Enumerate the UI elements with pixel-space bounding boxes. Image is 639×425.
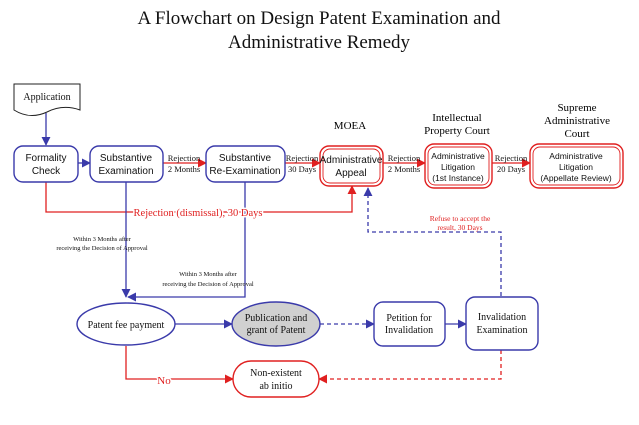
edge-no-nonexistent [125, 346, 234, 384]
edge-label-within2-b: receiving the Decision of Approval [162, 281, 254, 288]
edge-invalidation-nonexistent [318, 350, 502, 384]
node-substantive-reexamination: Substantive Re-Examination [205, 145, 286, 183]
title-line-1: A Flowchart on Design Patent Examination… [137, 8, 501, 29]
edge-label-refuse-b: result, 30 Days [437, 223, 482, 232]
publication-label-2: grant of Patent [247, 325, 306, 336]
edge-dismissal [45, 182, 357, 213]
ip-court-label-1: Intellectual [432, 112, 481, 124]
petition-label-2: Invalidation [385, 325, 433, 336]
litigation2-label-3: (Appellate Review) [540, 173, 612, 183]
ip-court-label-2: Property Court [424, 125, 490, 137]
appeal-label-1: Administrative [320, 155, 383, 166]
node-substantive-examination: Substantive Examination [89, 145, 164, 183]
edge-reexam-fee [127, 182, 246, 302]
edge-label-rej1-b: 2 Months [168, 164, 200, 174]
invalidation-label-2: Examination [476, 325, 527, 336]
node-patent-fee-payment: Patent fee payment [76, 302, 176, 346]
node-application: Application [13, 83, 81, 116]
nonexistent-label-1: Non-existent [250, 368, 302, 379]
moea-label: MOEA [334, 120, 366, 132]
litigation1-label-2: Litigation [441, 162, 475, 172]
litigation2-label-2: Litigation [559, 162, 593, 172]
reexam-label-2: Re-Examination [209, 166, 280, 177]
litigation1-label-3: (1st Instance) [432, 173, 484, 183]
publication-label-1: Publication and [245, 313, 308, 324]
node-invalidation-examination: Invalidation Examination [465, 296, 539, 351]
substantive-label-2: Examination [98, 166, 153, 177]
supreme-court-label-3: Court [564, 128, 589, 140]
node-publication-grant: Publication and grant of Patent [231, 301, 321, 347]
supreme-court-label-2: Administrative [544, 115, 610, 127]
node-administrative-appeal: Administrative Appeal [319, 145, 384, 187]
reexam-label-1: Substantive [219, 153, 272, 164]
node-formality-check: Formality Check [13, 145, 79, 183]
substantive-label-1: Substantive [100, 153, 153, 164]
edge-label-rej2-b: 30 Days [288, 164, 316, 174]
litigation2-label-1: Administrative [549, 151, 603, 161]
application-label: Application [23, 92, 70, 103]
edge-label-within2-a: Within 3 Months after [179, 271, 238, 278]
edge-label-within1-a: Within 3 Months after [73, 236, 132, 243]
node-petition-invalidation: Petition for Invalidation [373, 301, 446, 347]
edge-label-refuse-a: Refuse to accept the [430, 214, 491, 223]
title-line-2: Administrative Remedy [228, 32, 411, 53]
supreme-court-label-1: Supreme [557, 102, 596, 114]
edge-label-rej1-a: Rejection [168, 153, 201, 163]
node-nonexistent: Non-existent ab initio [232, 360, 320, 398]
patent-fee-label: Patent fee payment [88, 320, 165, 331]
edge-label-rej3-b: 2 Months [388, 164, 420, 174]
edge-refuse [363, 187, 502, 296]
formality-label-2: Check [32, 166, 61, 177]
formality-label-1: Formality [25, 153, 66, 164]
node-litigation-appellate: Administrative Litigation (Appellate Rev… [529, 143, 624, 189]
edge-label-rej4-a: Rejection [495, 153, 528, 163]
appeal-label-2: Appeal [335, 168, 366, 179]
edge-label-no: No [157, 375, 171, 387]
edge-label-rej4-b: 20 Days [497, 164, 525, 174]
litigation1-label-1: Administrative [431, 151, 485, 161]
edge-label-rej3-a: Rejection [388, 153, 421, 163]
edge-label-within1-b: receiving the Decision of Approval [56, 245, 148, 252]
node-litigation-first-instance: Administrative Litigation (1st Instance) [424, 143, 493, 189]
nonexistent-label-2: ab initio [259, 381, 292, 392]
edge-label-dismissal: Rejection (dismissal), 30 Days [134, 208, 263, 219]
petition-label-1: Petition for [386, 313, 432, 324]
edge-label-rej2-a: Rejection [286, 153, 319, 163]
invalidation-label-1: Invalidation [478, 312, 526, 323]
